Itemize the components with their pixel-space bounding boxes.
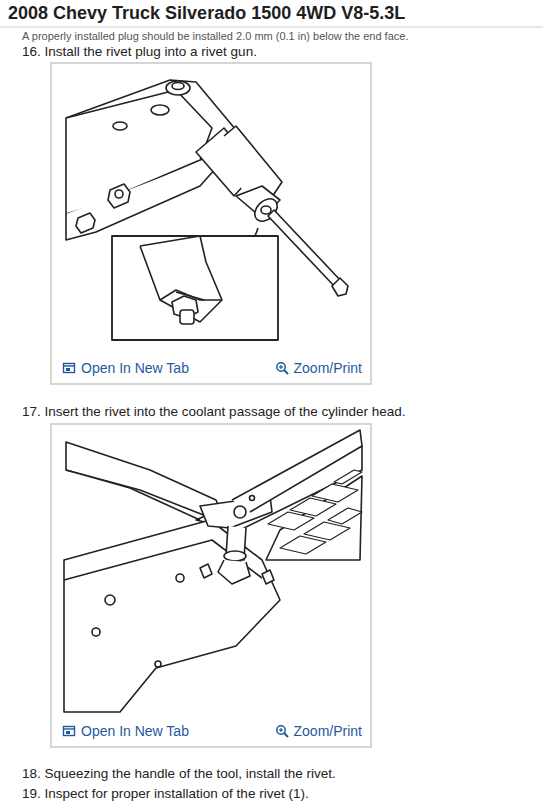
toolbar-item: Open In New Tab bbox=[62, 360, 189, 376]
zoom-icon bbox=[275, 724, 289, 738]
new-tab-icon bbox=[62, 361, 76, 375]
toolbar-link: Zoom/Print bbox=[294, 360, 362, 376]
toolbar-item: Zoom/Print bbox=[275, 723, 362, 739]
step-text: 17. Insert the rivet into the coolant pa… bbox=[22, 404, 406, 419]
figure-toolbar: Open In New Tab Zoom/Print bbox=[62, 720, 362, 742]
rivet-tool-figure bbox=[64, 430, 362, 712]
rivet-gun-figure bbox=[66, 80, 348, 340]
title-rule bbox=[0, 27, 543, 28]
step-text: 19. Inspect for proper installation of t… bbox=[22, 786, 309, 801]
toolbar-item: Open In New Tab bbox=[62, 723, 189, 739]
toolbar-link: Open In New Tab bbox=[81, 723, 189, 739]
toolbar-item: Zoom/Print bbox=[275, 360, 362, 376]
zoom-icon bbox=[275, 361, 289, 375]
step-text: 18. Squeezing the handle of the tool, in… bbox=[22, 766, 336, 781]
toolbar-link: Zoom/Print bbox=[294, 723, 362, 739]
step-text: 16. Install the rivet plug into a rivet … bbox=[22, 44, 257, 59]
new-tab-icon bbox=[62, 724, 76, 738]
figure-toolbar: Open In New Tab Zoom/Print bbox=[62, 357, 362, 379]
cut-off-note: A properly installed plug should be inst… bbox=[22, 30, 408, 42]
figure-frame: Open In New Tab Zoom/Print bbox=[50, 423, 372, 748]
figure-frame: Open In New Tab Zoom/Print bbox=[50, 62, 372, 385]
page-title: 2008 Chevy Truck Silverado 1500 4WD V8-5… bbox=[8, 3, 405, 24]
toolbar-link: Open In New Tab bbox=[81, 360, 189, 376]
